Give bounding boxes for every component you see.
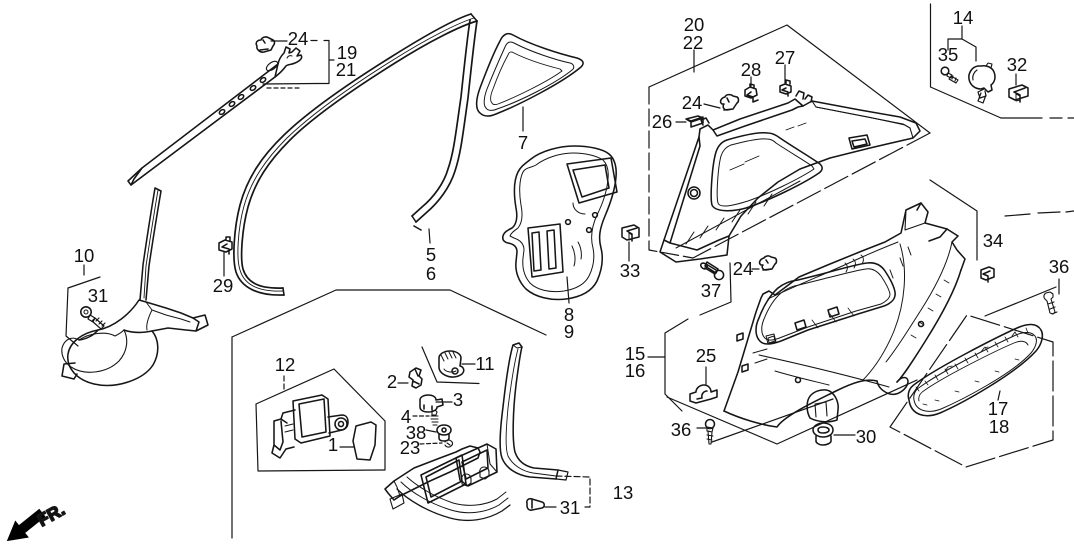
svg-text:30: 30: [856, 426, 877, 447]
svg-text:33: 33: [620, 260, 641, 281]
svg-text:24: 24: [288, 28, 309, 49]
svg-text:27: 27: [775, 47, 796, 68]
svg-text:17: 17: [988, 398, 1009, 419]
svg-text:29: 29: [213, 275, 234, 296]
svg-text:26: 26: [652, 111, 673, 132]
svg-text:13: 13: [613, 482, 634, 503]
svg-text:4: 4: [401, 406, 411, 427]
svg-text:6: 6: [426, 263, 436, 284]
svg-text:16: 16: [625, 360, 646, 381]
svg-text:14: 14: [953, 7, 974, 28]
svg-text:32: 32: [1007, 54, 1028, 75]
svg-text:22: 22: [683, 32, 704, 53]
svg-text:24: 24: [682, 92, 703, 113]
svg-text:2: 2: [387, 371, 397, 392]
svg-text:31: 31: [88, 285, 109, 306]
svg-text:25: 25: [696, 345, 717, 366]
svg-text:19: 19: [337, 42, 358, 63]
svg-text:28: 28: [741, 59, 762, 80]
svg-text:FR.: FR.: [34, 499, 68, 530]
svg-text:3: 3: [453, 389, 463, 410]
svg-text:11: 11: [475, 353, 494, 374]
svg-text:15: 15: [625, 343, 646, 364]
svg-text:21: 21: [336, 59, 357, 80]
svg-text:31: 31: [560, 497, 581, 518]
svg-text:34: 34: [983, 230, 1004, 251]
svg-text:35: 35: [938, 44, 959, 65]
svg-text:36: 36: [671, 419, 692, 440]
svg-text:9: 9: [564, 321, 574, 342]
svg-text:18: 18: [989, 416, 1010, 437]
svg-text:1: 1: [328, 434, 338, 455]
svg-text:12: 12: [275, 354, 296, 375]
svg-text:36: 36: [1049, 256, 1070, 277]
svg-text:5: 5: [426, 244, 436, 265]
svg-text:10: 10: [74, 245, 95, 266]
svg-text:8: 8: [564, 304, 574, 325]
svg-text:38: 38: [406, 422, 427, 443]
svg-text:23: 23: [400, 437, 421, 458]
svg-text:24: 24: [733, 258, 754, 279]
svg-text:7: 7: [518, 132, 528, 153]
svg-text:20: 20: [684, 14, 705, 35]
svg-text:37: 37: [701, 280, 722, 301]
